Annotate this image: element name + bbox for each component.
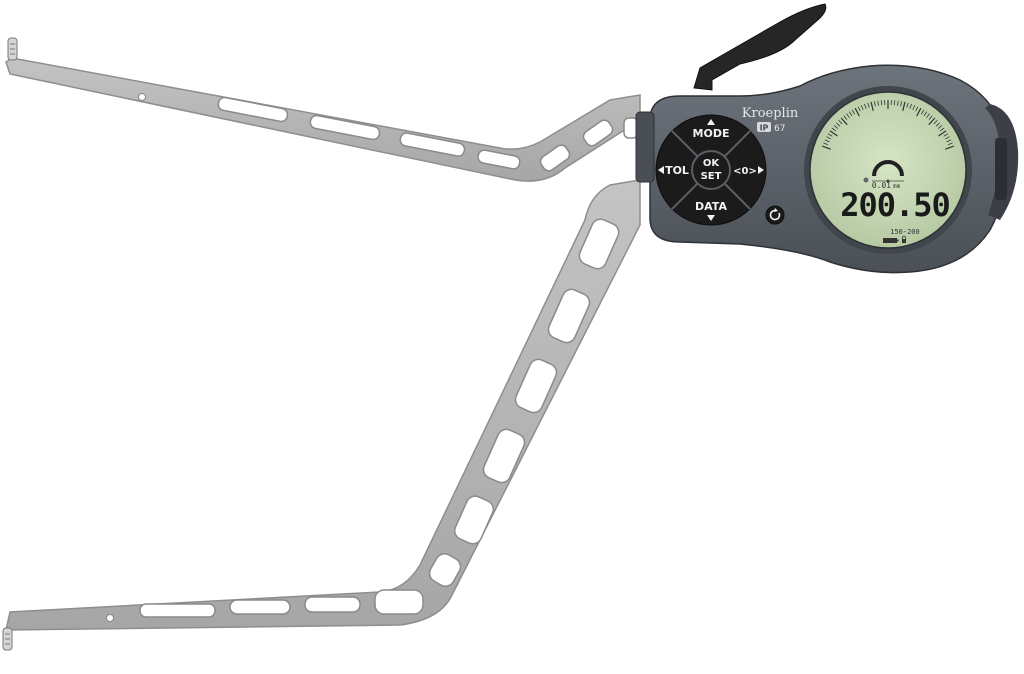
lcd-display [804,86,972,254]
power-button[interactable] [765,205,785,225]
mode-button[interactable]: MODE [693,127,730,140]
scale-tick [851,109,856,115]
scale-tick [829,130,838,137]
scale-tick [846,113,850,118]
scale-tick [912,105,916,111]
scale-tick [877,100,879,106]
zero-button[interactable]: <0> [733,166,757,177]
scale-tick [937,125,943,129]
scale-tick [838,120,843,125]
tol-button[interactable]: TOL [665,164,689,177]
scale-tick [909,103,912,109]
scale-tick [928,115,933,120]
arrow-up-icon [707,119,715,125]
ip-badge-label: IP [760,124,769,133]
scale-tick [923,111,928,117]
scale-tick [947,142,953,146]
scale-tick [935,122,940,127]
measurement-value: 200.50 [840,186,950,224]
scale-tick [824,139,830,143]
scale-tick [933,120,938,125]
scale-tick [945,145,954,150]
scale-tick [860,105,864,111]
scale-tick [902,101,906,111]
scale-tick [874,101,876,107]
scale-tick [928,117,936,126]
scale-tick [920,109,925,115]
scale-tick [840,117,848,126]
unit-readout: mm [893,183,901,190]
arrow-left-icon [658,166,664,174]
scale-tick [900,101,902,107]
scale-tick [870,101,874,111]
arrow-right-icon [758,166,764,174]
brand-logo: Kroeplin [742,106,799,121]
scale-tick [938,130,947,137]
scale-tick [943,133,949,137]
ip-badge [757,122,771,132]
scale-tick [916,107,922,117]
lock-icon [902,239,906,243]
range-readout: 150-200 [890,228,920,236]
upper-contact-tip [7,37,18,61]
set-label: SET [701,171,722,182]
tolerance-arc-icon [872,160,904,177]
scale-tick [833,125,839,129]
scale-tick [857,106,861,112]
ok-label: OK [703,158,721,169]
scale-tick [843,115,848,120]
upper-arm [5,57,641,182]
scale-tick [906,102,909,108]
scale-tick [897,100,899,106]
scale-tick [939,127,945,132]
scale-tick [946,139,952,143]
scale-tick [822,145,831,150]
keypad [655,114,767,226]
ip-rating: 67 [774,124,785,134]
scale-tick [867,102,870,108]
indicator-dot [863,177,869,183]
analog-scale [822,100,954,150]
scale-tick [826,136,832,140]
scale-tick [944,136,950,140]
scale-tick [854,107,860,117]
battery-icon [883,238,897,243]
scale-tick [823,142,829,146]
scale-tick [864,103,867,109]
lower-arm [5,179,641,631]
scale-tick [926,113,930,118]
power-icon [769,209,781,221]
data-button[interactable]: DATA [695,200,727,213]
scale-tick [836,122,841,127]
scale-tick [827,133,833,137]
ok-set-button[interactable] [691,150,731,190]
release-lever[interactable] [693,3,827,91]
lower-contact-tip [2,627,13,651]
scale-tick [848,111,853,117]
scale-tick [915,106,919,112]
scale-tick [831,127,837,132]
resolution-readout: 0.01 [872,181,891,190]
arrow-down-icon [707,215,715,221]
